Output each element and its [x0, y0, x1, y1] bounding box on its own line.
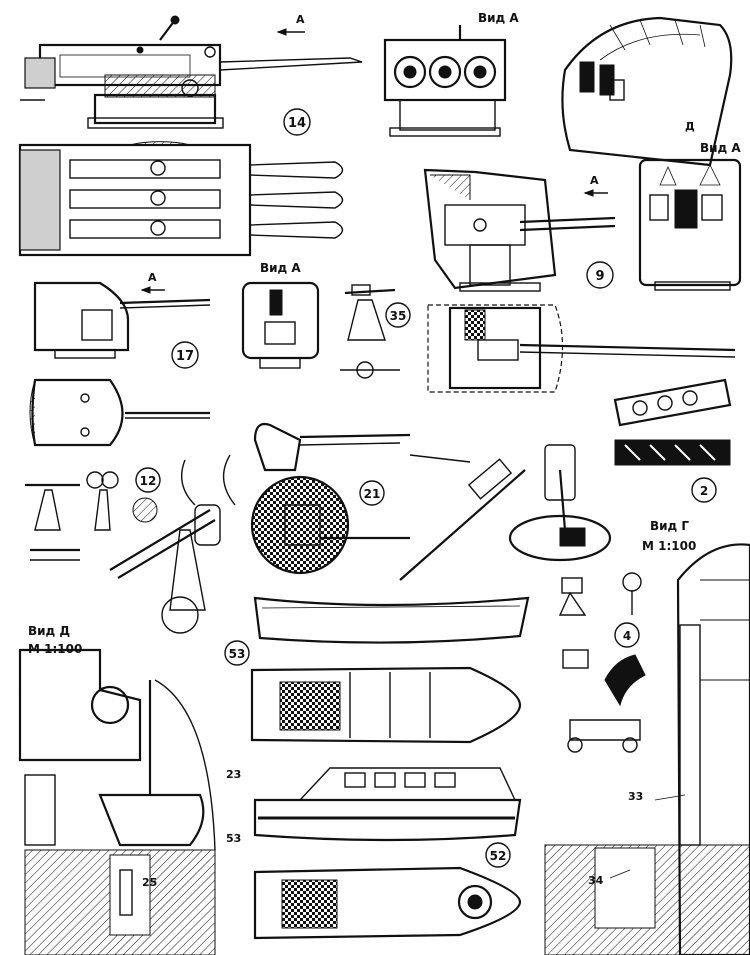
view-a-title-left: Вид А: [260, 261, 301, 275]
svg-text:53: 53: [229, 647, 246, 661]
fig9-gun-side: [423, 168, 616, 292]
view-a-front-left: [241, 281, 320, 369]
svg-text:12: 12: [140, 474, 157, 488]
fig12-small-views: [25, 471, 119, 561]
callout-33: 33: [628, 790, 643, 803]
svg-text:А: А: [148, 271, 157, 284]
callout-34: 34: [588, 874, 604, 887]
turret-plan-dashed: [427, 304, 736, 393]
fig4-searchlight: [558, 572, 646, 753]
svg-text:17: 17: [176, 349, 194, 364]
figure-number-21: 21: [359, 480, 385, 506]
fig52-launch-plan: [253, 866, 522, 940]
svg-text:А: А: [590, 174, 599, 187]
view-a-triple-front: [383, 25, 507, 137]
fig14-plan-view: [18, 141, 344, 257]
figure-number-52: 52: [485, 842, 511, 868]
fig17-side: [33, 281, 211, 359]
pedestal-mount: [508, 444, 612, 562]
arrow-a2: А: [583, 174, 608, 197]
arrow-a1: А: [276, 13, 305, 36]
view-d-scale: М 1:100: [28, 642, 82, 656]
figure-number-12: 12: [135, 467, 161, 493]
fig35-mg: [340, 284, 400, 379]
figure-number-35: 35: [385, 302, 411, 328]
figure-number-9: 9: [586, 261, 614, 289]
arrow-a3: А: [140, 271, 165, 294]
fig12-twin-gun: [109, 454, 236, 634]
view-a-title-right: Вид А: [700, 141, 741, 155]
fig53-boat-side: [253, 596, 530, 644]
view-a-front-right: [638, 158, 742, 291]
view-a-title-top: Вид А: [478, 11, 519, 25]
svg-text:21: 21: [364, 487, 381, 501]
fig53-boat-plan: [250, 666, 522, 744]
figure-number-53: 53: [224, 640, 250, 666]
svg-text:4: 4: [623, 629, 631, 643]
fig2-rafts: [613, 378, 732, 466]
figure-number-14: 14: [283, 108, 311, 136]
turret-letter: Д: [685, 120, 695, 133]
fig14-side-view: [20, 15, 363, 129]
view-d-section: [18, 648, 216, 955]
figure-number-2: 2: [691, 477, 717, 503]
view-g-title: Вид Г: [650, 519, 689, 533]
callout-25: 25: [142, 876, 157, 889]
svg-text:35: 35: [390, 309, 407, 323]
turret-3d-view: Д: [561, 16, 733, 167]
heavy-mg: [399, 454, 526, 581]
view-g-scale: М 1:100: [642, 539, 696, 553]
svg-text:14: 14: [288, 116, 306, 131]
svg-text:А: А: [296, 13, 305, 26]
fig21-twin-mount: [250, 422, 411, 575]
callout-53-small: 53: [226, 832, 241, 845]
fig52-launch-side: [253, 767, 522, 842]
svg-text:2: 2: [700, 484, 708, 498]
svg-text:9: 9: [595, 269, 604, 284]
view-d-title: Вид Д: [28, 624, 70, 638]
fig17-plan: [29, 378, 210, 447]
figure-number-4: 4: [614, 622, 640, 648]
svg-text:52: 52: [490, 849, 507, 863]
callout-23: 23: [226, 768, 241, 781]
figure-number-17: 17: [171, 341, 199, 369]
view-g-tower: [544, 543, 750, 955]
